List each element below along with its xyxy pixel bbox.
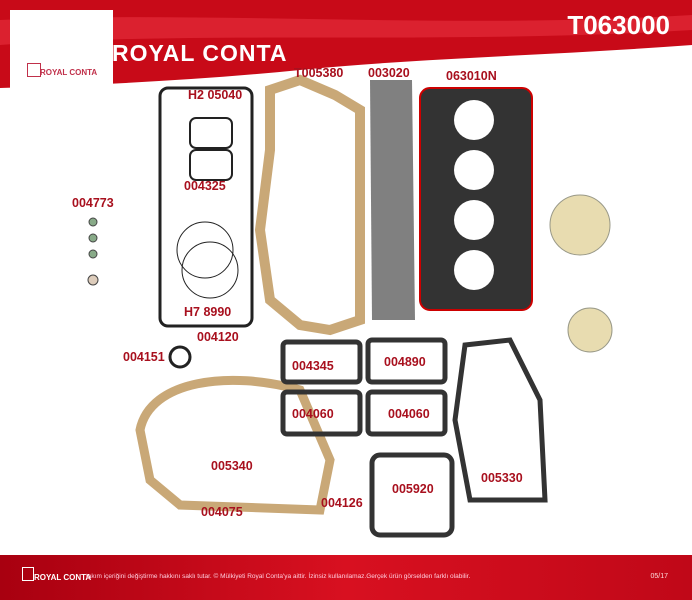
part-label: 004060 <box>292 407 334 421</box>
part-label: 004773 <box>72 196 114 210</box>
part-label: 004151 <box>123 350 165 364</box>
oil-pan-gasket <box>254 74 365 336</box>
part-label: H2 05040 <box>188 88 243 102</box>
brand-title: ROYAL CONTA <box>112 40 288 66</box>
part-label: 003020 <box>368 66 410 80</box>
footer: ROYAL CONTA takım içeriğini değiştirme h… <box>0 555 692 600</box>
logo-icon <box>22 567 34 581</box>
header-banner <box>0 0 692 88</box>
footer-brand: ROYAL CONTA <box>34 573 92 582</box>
part-label: 004345 <box>292 359 334 373</box>
product-code: T063000 <box>567 10 670 40</box>
logo-icon <box>27 63 41 77</box>
head-gasket <box>419 87 533 311</box>
part-label: 005920 <box>392 482 434 496</box>
manifold-gasket <box>370 80 415 320</box>
part-label: 004075 <box>201 505 243 519</box>
part-label: 063010N <box>446 69 497 83</box>
logo: ROYAL CONTA <box>10 10 113 110</box>
footer-notice: takım içeriğini değiştirme hakkını saklı… <box>86 573 471 580</box>
part-label: 004120 <box>197 330 239 344</box>
cork-gasket <box>135 375 335 515</box>
oil-seal <box>549 194 611 256</box>
oil-seal-small <box>567 307 613 353</box>
part-label: 004325 <box>184 179 226 193</box>
part-label: 005330 <box>481 471 523 485</box>
valve-cover-gasket <box>158 86 254 328</box>
part-label: 004126 <box>321 496 363 510</box>
o-ring <box>176 221 234 279</box>
part-label: H7 8990 <box>184 305 232 319</box>
gasket-set-photo <box>87 74 613 538</box>
part-label: T005380 <box>294 66 344 80</box>
logo-text: ROYAL CONTA <box>40 68 98 77</box>
part-label: 004890 <box>384 355 426 369</box>
part-label: 005340 <box>211 459 253 473</box>
part-label: 004060 <box>388 407 430 421</box>
footer-date: 05/17 <box>650 573 668 580</box>
